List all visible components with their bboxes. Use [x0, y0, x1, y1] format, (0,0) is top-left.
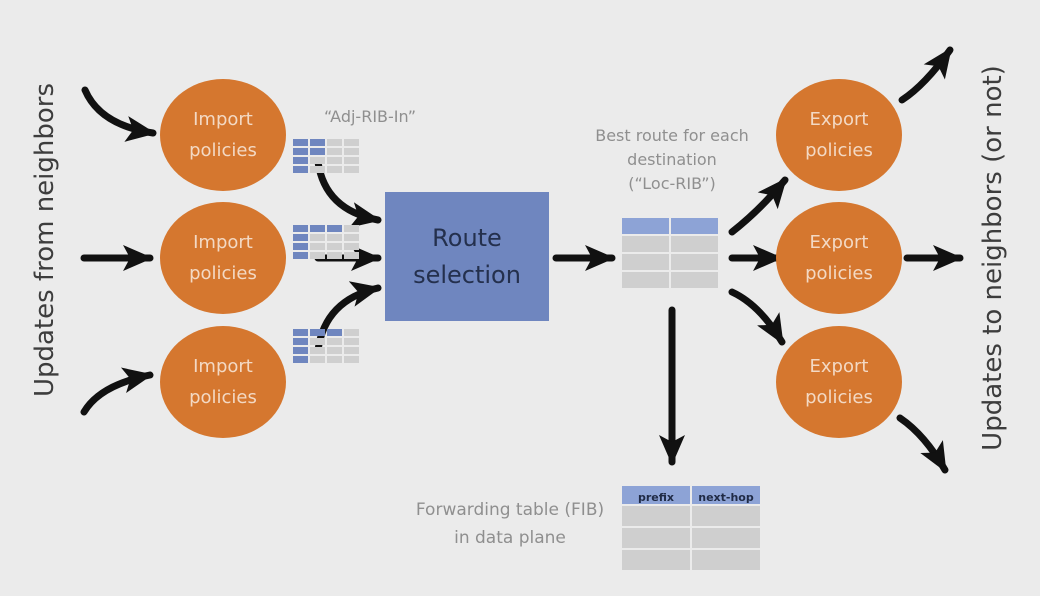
- loc-rib-caption-line1: Best route for each: [595, 126, 749, 145]
- arrow-loc-rib-to-export-3: [728, 288, 786, 346]
- adj-rib-in-table-1: [291, 137, 361, 175]
- route-selection-line2: selection: [413, 260, 521, 289]
- import-policies-3-line2: policies: [189, 387, 257, 408]
- loc-rib-table: [620, 216, 720, 290]
- export-policies-1-line2: policies: [805, 140, 873, 161]
- import-policies-2-line1: Import: [193, 232, 253, 253]
- adj-rib-in-table-2: [291, 223, 361, 261]
- export-policies-1: Export policies: [776, 79, 902, 191]
- updates-from-neighbors-label: Updates from neighbors: [30, 82, 60, 398]
- fib-col-next-hop: next-hop: [692, 486, 760, 504]
- fib-table: prefix next-hop: [620, 484, 762, 572]
- updates-to-neighbors-label: Updates to neighbors (or not): [978, 65, 1008, 451]
- fib-caption-line2: in data plane: [454, 528, 566, 548]
- import-policies-3-line1: Import: [193, 356, 253, 377]
- arrow-export-to-neighbor-3: [896, 414, 949, 474]
- adj-rib-in-label: “Adj-RIB-In”: [323, 107, 417, 126]
- import-policies-1: Import policies: [160, 79, 286, 191]
- loc-rib-caption-line2: destination: [627, 150, 717, 169]
- arrow-neighbor-to-import-3: [80, 367, 154, 416]
- fib-caption-line1: Forwarding table (FIB): [415, 500, 605, 520]
- export-policies-2: Export policies: [776, 202, 902, 314]
- export-policies-2-line1: Export: [809, 232, 869, 253]
- export-policies-1-line1: Export: [809, 109, 869, 130]
- loc-rib-caption: Best route for each destination (“Loc-RI…: [582, 124, 762, 196]
- arrow-neighbor-to-import-1: [81, 86, 157, 142]
- export-policies-3-line1: Export: [809, 356, 869, 377]
- fib-caption: Forwarding table (FIB) in data plane: [408, 496, 612, 552]
- route-selection-box: Route selection: [385, 192, 549, 321]
- import-policies-1-line2: policies: [189, 140, 257, 161]
- import-policies-2-line2: policies: [189, 263, 257, 284]
- fib-col-prefix: prefix: [622, 486, 690, 504]
- export-policies-3: Export policies: [776, 326, 902, 438]
- import-policies-2: Import policies: [160, 202, 286, 314]
- route-selection-line1: Route: [432, 223, 502, 252]
- adj-rib-in-table-3: [291, 327, 361, 365]
- import-policies-3: Import policies: [160, 326, 286, 438]
- loc-rib-caption-line3: (“Loc-RIB”): [628, 174, 716, 193]
- export-policies-2-line2: policies: [805, 263, 873, 284]
- arrow-export-to-neighbor-1: [898, 46, 954, 104]
- arrow-loc-rib-to-export-1: [728, 176, 789, 236]
- export-policies-3-line2: policies: [805, 387, 873, 408]
- import-policies-1-line1: Import: [193, 109, 253, 130]
